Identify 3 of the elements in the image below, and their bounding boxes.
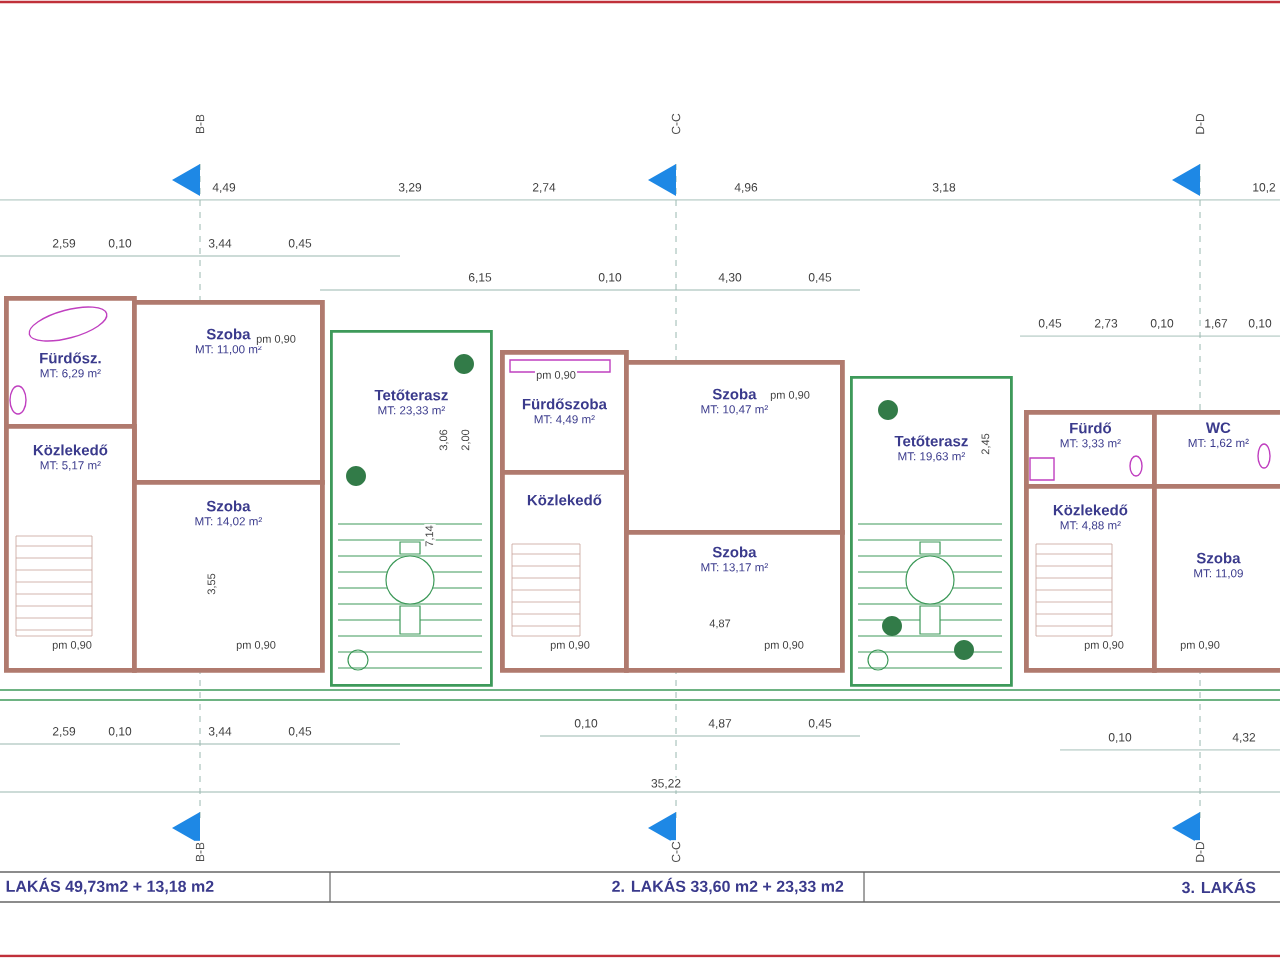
apartment-area-label: LAKÁS 49,73m2 + 13,18 m2: [4, 876, 216, 896]
apartment-area-label: 2. LAKÁS 33,60 m2 + 23,33 m2: [610, 876, 846, 896]
apartment-area-label: 3. LAKÁS: [1180, 877, 1258, 895]
